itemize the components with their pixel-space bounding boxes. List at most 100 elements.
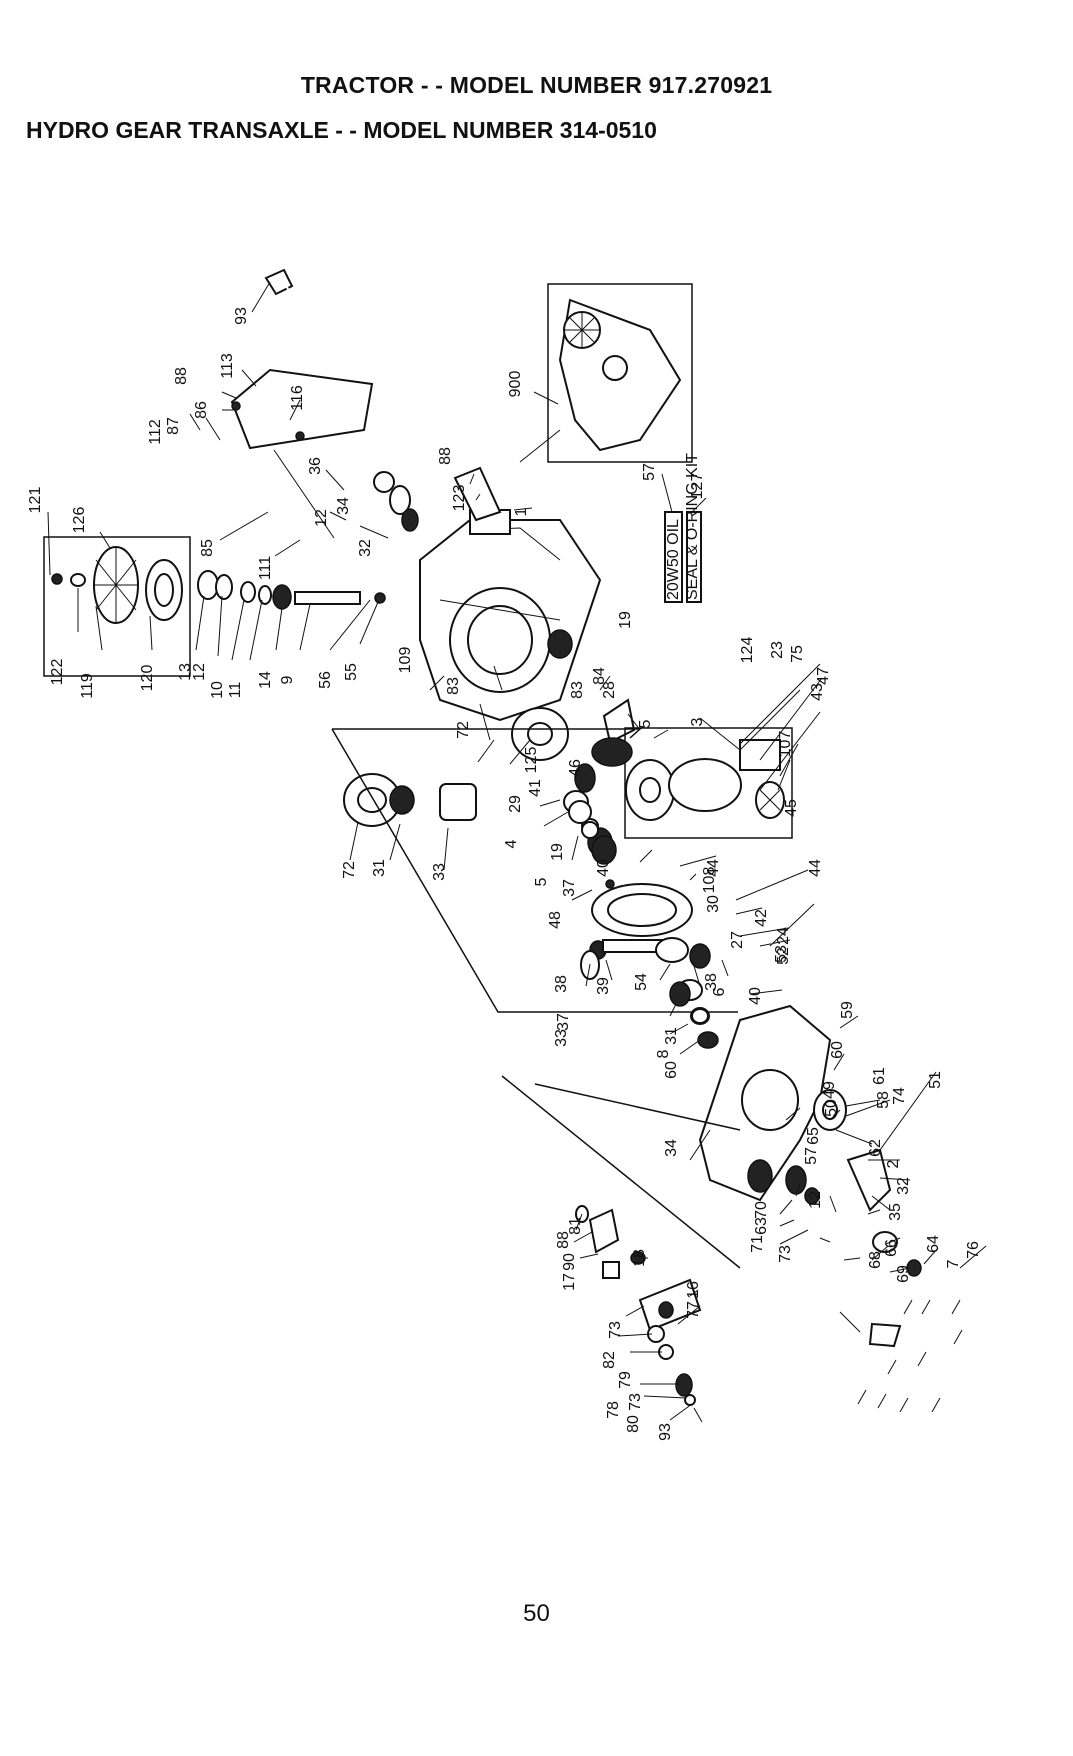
page-title: TRACTOR - - MODEL NUMBER 917.270921	[300, 72, 773, 98]
callout-28: 28	[601, 681, 618, 699]
page-subtitle: HYDRO GEAR TRANSAXLE - - MODEL NUMBER 31…	[26, 117, 657, 143]
pump-subassembly	[591, 727, 793, 839]
callout-87: 87	[165, 417, 182, 435]
callout-23: 23	[769, 641, 786, 659]
callout-60: 60	[663, 1061, 680, 1079]
callout-13: 13	[177, 663, 194, 681]
upper-axle-rod	[264, 268, 419, 532]
leader-lines	[47, 281, 987, 1423]
callout-76: 76	[965, 1241, 982, 1259]
callout-43: 43	[809, 683, 826, 701]
lower-axle-rod	[809, 1148, 922, 1348]
callout-46: 46	[567, 759, 584, 777]
seal-kit-label-text: SEAL & O-RING KIT	[684, 453, 701, 600]
callout-88: 88	[173, 367, 190, 385]
callout-900: 900	[507, 371, 524, 398]
callout-113: 113	[219, 353, 236, 379]
oil-label-box	[664, 511, 683, 603]
callout-93: 93	[657, 1423, 674, 1441]
callout-40: 40	[747, 987, 764, 1005]
callout-73: 73	[777, 1245, 794, 1263]
callout-73: 73	[627, 1393, 644, 1411]
callout-10: 10	[209, 681, 226, 699]
callout-12: 12	[807, 1191, 824, 1209]
callout-44: 44	[705, 859, 722, 877]
callout-31: 31	[371, 859, 388, 877]
callout-74: 74	[891, 1087, 908, 1105]
callout-121: 121	[27, 487, 44, 514]
callout-37: 37	[561, 879, 578, 897]
cooling-fan	[93, 546, 139, 624]
callout-70: 70	[753, 1201, 770, 1219]
lower-housing	[698, 1004, 847, 1205]
callout-6: 6	[711, 987, 728, 996]
callout-1: 1	[513, 507, 530, 516]
callout-5: 5	[637, 719, 654, 728]
callout-12: 12	[191, 663, 208, 681]
callout-57: 57	[641, 463, 658, 481]
callout-84: 84	[591, 667, 608, 685]
callout-120: 120	[139, 665, 156, 692]
callout-36: 36	[307, 457, 324, 475]
callout-41: 41	[527, 779, 544, 797]
callout-30: 30	[705, 895, 722, 913]
callout-123: 123	[451, 485, 468, 512]
callout-50: 50	[823, 1099, 840, 1117]
callout-27: 27	[729, 931, 746, 949]
callout-31: 31	[663, 1027, 680, 1045]
callout-82: 82	[601, 1351, 618, 1369]
loose-bolts	[857, 1299, 963, 1413]
callout-33: 33	[553, 1029, 570, 1047]
callout-29: 29	[507, 795, 524, 813]
callout-53: 53	[773, 945, 790, 963]
callout-51: 51	[927, 1071, 944, 1089]
callout-90: 90	[561, 1253, 578, 1271]
callout-108: 108	[701, 867, 718, 894]
callout-62: 62	[867, 1139, 884, 1157]
page-number: 50	[523, 1600, 550, 1627]
callout-18: 18	[631, 1249, 648, 1267]
callout-83: 83	[569, 681, 586, 699]
callout-59: 59	[839, 1001, 856, 1019]
callout-72: 72	[341, 861, 358, 879]
callout-83: 83	[445, 677, 462, 695]
callout-7: 7	[945, 1259, 962, 1268]
callout-47: 47	[815, 667, 832, 685]
bypass-arm-assembly	[501, 1075, 741, 1406]
callout-60: 60	[829, 1041, 846, 1059]
callout-61: 61	[871, 1067, 888, 1085]
callout-54: 54	[633, 973, 650, 991]
callout-37: 37	[555, 1013, 572, 1031]
callout-57: 57	[803, 1147, 820, 1165]
bracket-123	[453, 466, 502, 522]
callout-69: 69	[895, 1265, 912, 1283]
callout-77: 77	[685, 1301, 702, 1319]
callout-39: 39	[595, 977, 612, 995]
callout-49: 49	[821, 1081, 838, 1099]
callout-65: 65	[805, 1127, 822, 1145]
callout-107: 107	[777, 731, 794, 758]
callout-17: 17	[561, 1273, 578, 1291]
callout-63: 63	[753, 1217, 770, 1235]
callout-24: 24	[775, 927, 792, 945]
inset-frame	[547, 283, 693, 463]
callout-32: 32	[357, 539, 374, 557]
callout-125: 125	[523, 747, 540, 774]
bevel-gear-stack	[568, 800, 709, 1024]
callout-9: 9	[279, 675, 296, 684]
callout-124: 124	[739, 637, 756, 664]
callout-19: 19	[549, 843, 566, 861]
cover-plate	[230, 368, 374, 539]
callout-33: 33	[431, 863, 448, 881]
callout-93: 93	[233, 307, 250, 325]
input-shaft-stack	[197, 570, 386, 610]
callout-52: 52	[775, 947, 792, 965]
callout-34: 34	[663, 1139, 680, 1157]
seal-kit-label-box	[686, 511, 702, 603]
callout-86: 86	[193, 401, 210, 419]
callout-11: 11	[227, 682, 244, 699]
callout-2: 2	[885, 1159, 902, 1168]
callout-38: 38	[703, 973, 720, 991]
